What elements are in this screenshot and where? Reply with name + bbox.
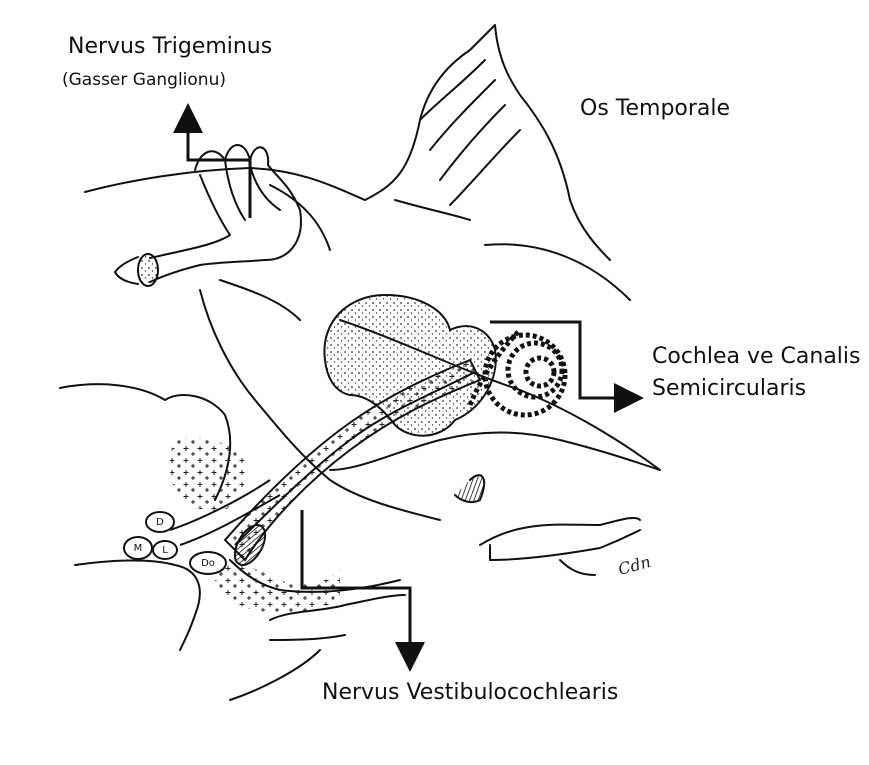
os-temporale-ridge bbox=[365, 25, 610, 260]
trigeminus-leader bbox=[188, 115, 250, 218]
label-gasser-ganglionu: (Gasser Ganglionu) bbox=[62, 70, 226, 90]
label-nervus-vestibulocochlearis: Nervus Vestibulocochlearis bbox=[322, 680, 618, 706]
marker-text: D bbox=[156, 517, 164, 528]
marker-text: L bbox=[162, 545, 168, 556]
label-cochlea-line2: Semicircularis bbox=[652, 376, 806, 402]
label-cochlea-line1: Cochlea ve Canalis bbox=[652, 344, 860, 370]
label-nervus-trigeminus: Nervus Trigeminus bbox=[68, 34, 272, 60]
artist-signature: Cdn bbox=[616, 552, 653, 579]
label-os-temporale: Os Temporale bbox=[580, 96, 730, 122]
marker-text: M bbox=[134, 543, 143, 554]
marker-text: Do bbox=[201, 558, 215, 569]
